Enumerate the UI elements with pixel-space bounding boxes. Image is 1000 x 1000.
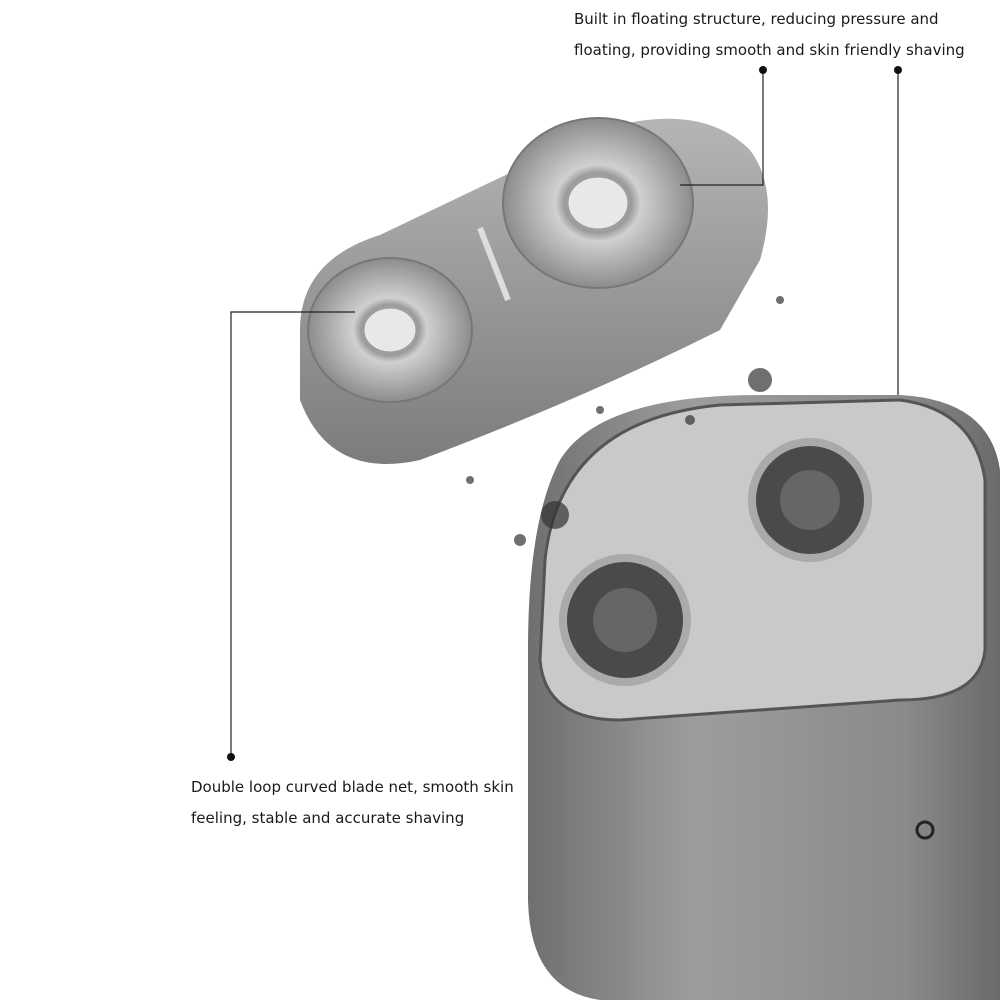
power-indicator-icon (915, 820, 935, 840)
callout-bottom-line2: feeling, stable and accurate shaving (191, 809, 465, 827)
callout-top-line1: Built in floating structure, reducing pr… (574, 10, 939, 28)
callout-top-text: Built in floating structure, reducing pr… (574, 4, 965, 66)
callout-top-line2: floating, providing smooth and skin frie… (574, 41, 965, 59)
callout-dot (894, 66, 902, 74)
callout-dot (759, 66, 767, 74)
callout-lines (230, 70, 899, 757)
shaver-body (528, 395, 1000, 1000)
callout-bottom-line1: Double loop curved blade net, smooth ski… (191, 778, 514, 796)
hair-debris (466, 296, 784, 546)
callout-dot (227, 753, 235, 761)
shaver-head (300, 117, 768, 464)
callout-bottom-text: Double loop curved blade net, smooth ski… (191, 772, 514, 834)
